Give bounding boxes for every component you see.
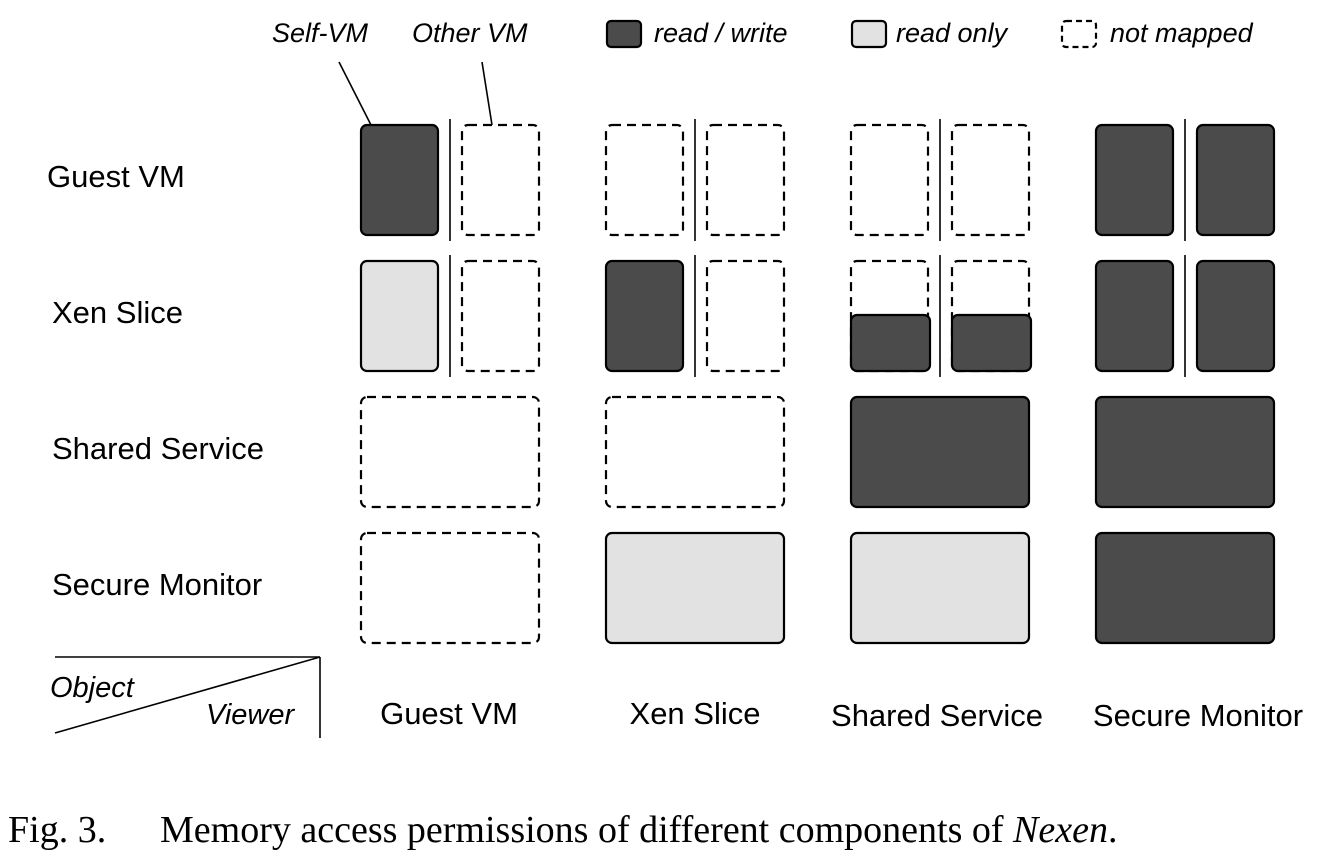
cell-shared-service-by-shared-service bbox=[849, 395, 1031, 509]
row-label-shared-service: Shared Service bbox=[52, 431, 264, 466]
corner-header: Object Viewer bbox=[50, 656, 321, 738]
legend-read-only-swatch bbox=[850, 19, 888, 49]
cell-guest-vm-by-secure-monitor-other-vm bbox=[1195, 123, 1276, 237]
cell-xen-slice-by-secure-monitor-other-vm bbox=[1195, 259, 1276, 373]
cell-guest-vm-by-shared-service-other-vm bbox=[950, 123, 1031, 237]
col-label-xen-slice: Xen Slice bbox=[630, 696, 761, 731]
row-label-secure-monitor: Secure Monitor bbox=[52, 567, 262, 602]
corner-diagonal bbox=[54, 656, 321, 734]
cell-shared-service-by-secure-monitor bbox=[1094, 395, 1276, 509]
legend-not-mapped-swatch bbox=[1060, 19, 1098, 49]
cell-secure-monitor-by-secure-monitor bbox=[1094, 531, 1276, 645]
col-label-guest-vm: Guest VM bbox=[380, 696, 518, 731]
cell-secure-monitor-by-shared-service bbox=[849, 531, 1031, 645]
corner-object-label: Object bbox=[50, 672, 136, 704]
legend: Self-VM Other VM read / write read only … bbox=[272, 18, 1254, 126]
cell-guest-vm-by-shared-service-self-vm bbox=[849, 123, 930, 237]
cell-shared-service-by-guest-vm bbox=[359, 395, 541, 509]
cell-xen-slice-by-shared-service-self-vm-read-write-part bbox=[849, 313, 932, 373]
caption-text-line: Memory access permissions of different c… bbox=[160, 809, 1118, 851]
corner-viewer-label: Viewer bbox=[206, 699, 295, 731]
caption-label: Fig. 3. bbox=[8, 809, 106, 851]
self-vm-pointer bbox=[338, 61, 372, 126]
row-labels: Guest VM Xen Slice Shared Service Secure… bbox=[47, 159, 264, 602]
cell-xen-slice-by-guest-vm-self-vm bbox=[359, 259, 440, 373]
cell-guest-vm-by-guest-vm-other-vm bbox=[460, 123, 541, 237]
cell-secure-monitor-by-guest-vm bbox=[359, 531, 541, 645]
legend-read-write-swatch bbox=[605, 19, 643, 49]
row-label-xen-slice: Xen Slice bbox=[52, 295, 183, 330]
legend-self-vm: Self-VM bbox=[272, 18, 369, 48]
row-label-guest-vm: Guest VM bbox=[47, 159, 185, 194]
caption-end: . bbox=[1108, 809, 1118, 851]
legend-read-only: read only bbox=[896, 18, 1009, 48]
legend-not-mapped: not mapped bbox=[1110, 18, 1254, 48]
legend-other-vm: Other VM bbox=[412, 18, 528, 48]
cell-xen-slice-by-xen-slice-other-vm bbox=[705, 259, 786, 373]
caption-text: Memory access permissions of different c… bbox=[160, 809, 1013, 851]
cell-guest-vm-by-xen-slice-self-vm bbox=[604, 123, 685, 237]
caption-emphasis: Nexen bbox=[1012, 809, 1108, 851]
column-labels: Guest VM Xen Slice Shared Service Secure… bbox=[380, 696, 1303, 733]
figure-caption: Fig. 3. Memory access permissions of dif… bbox=[8, 809, 1118, 851]
cell-xen-slice-by-shared-service-other-vm-read-write-part bbox=[950, 313, 1033, 373]
cell-shared-service-by-xen-slice bbox=[604, 395, 786, 509]
cell-secure-monitor-by-xen-slice bbox=[604, 531, 786, 645]
cell-guest-vm-by-guest-vm-self-vm bbox=[359, 123, 440, 237]
cell-guest-vm-by-secure-monitor-self-vm bbox=[1094, 123, 1175, 237]
cell-xen-slice-by-xen-slice-self-vm bbox=[604, 259, 685, 373]
col-label-shared-service: Shared Service bbox=[831, 698, 1043, 733]
permission-grid bbox=[359, 119, 1276, 645]
cell-guest-vm-by-xen-slice-other-vm bbox=[705, 123, 786, 237]
legend-read-write: read / write bbox=[654, 18, 788, 48]
other-vm-pointer bbox=[481, 61, 493, 126]
cell-xen-slice-by-secure-monitor-self-vm bbox=[1094, 259, 1175, 373]
cell-xen-slice-by-guest-vm-other-vm bbox=[460, 259, 541, 373]
col-label-secure-monitor: Secure Monitor bbox=[1093, 698, 1303, 733]
